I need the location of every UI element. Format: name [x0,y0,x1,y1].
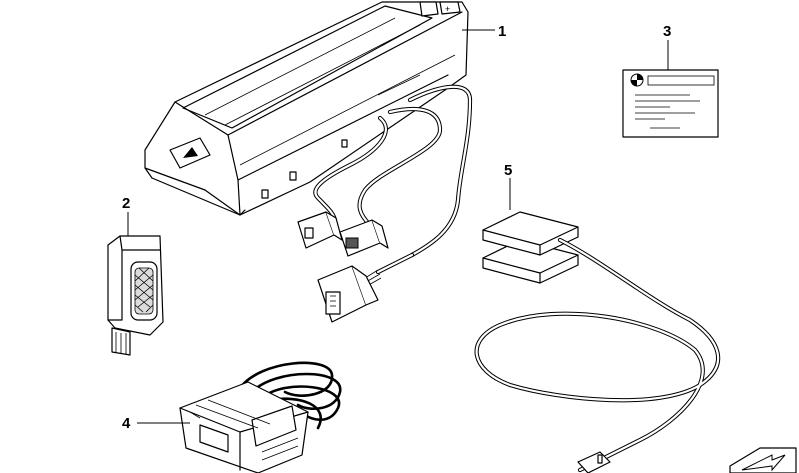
part-2-plug[interactable] [107,235,164,356]
part-5-antenna[interactable] [474,211,721,473]
callout-4: 4 [122,415,131,432]
part-3-document-card[interactable] [622,69,719,138]
part-1-cable-harness [297,84,473,323]
callout-2: 2 [122,195,130,212]
part-1-cradle[interactable]: + [144,1,469,216]
callout-1: 1 [498,23,506,40]
leader-lines [127,29,669,424]
part-4-wiring-adapter[interactable] [179,361,342,473]
svg-text:+: + [445,4,450,14]
callout-3: 3 [663,23,671,40]
next-page-arrow-icon[interactable] [729,447,797,473]
callout-5: 5 [504,162,512,179]
